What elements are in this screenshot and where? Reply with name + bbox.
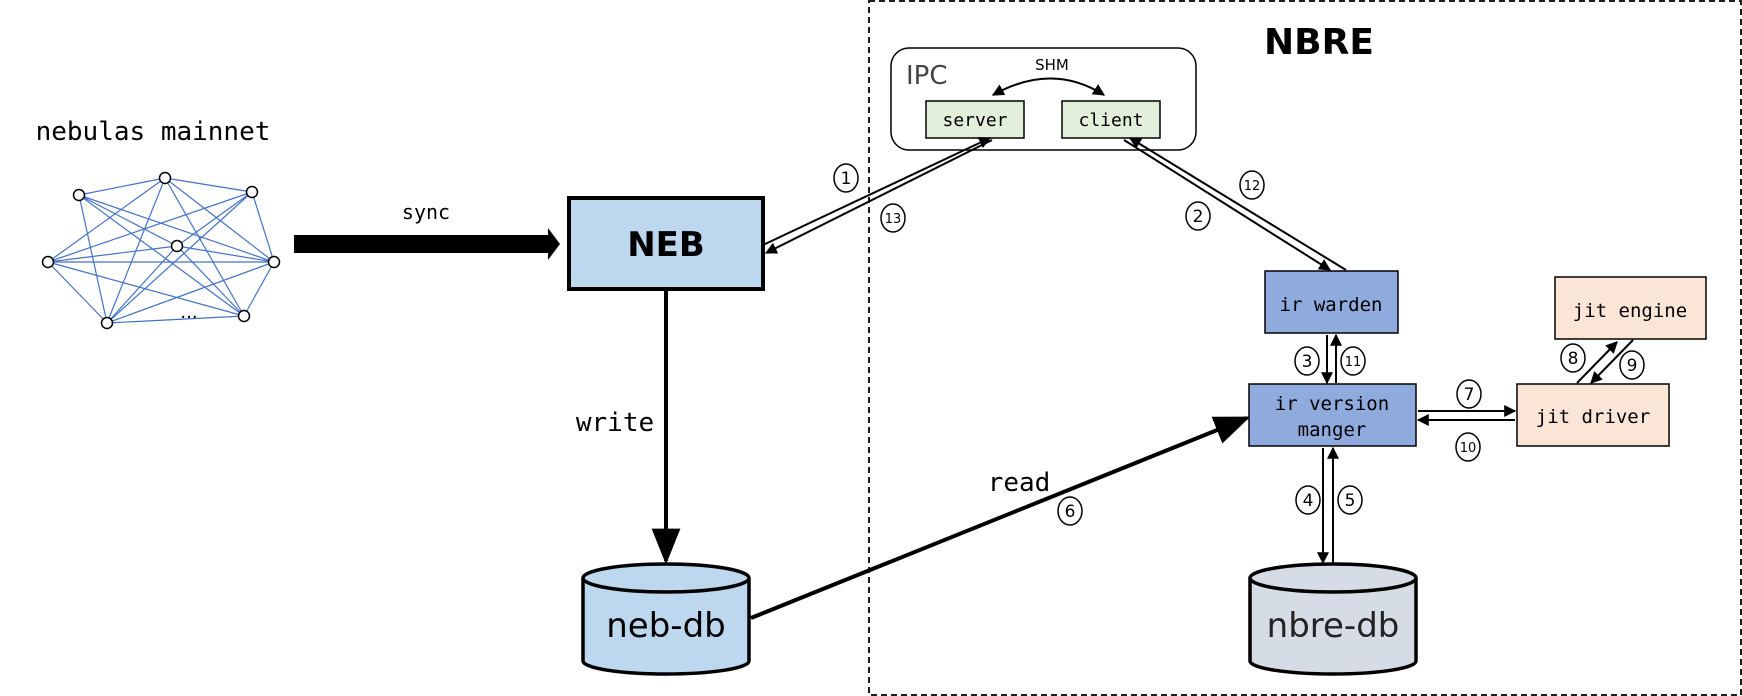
step-number-1: 1 — [841, 169, 852, 189]
step-circle-6 — [1057, 496, 1083, 526]
step-number-4: 4 — [1303, 491, 1314, 511]
nbre-boundary — [868, 0, 1742, 696]
shm-arrow — [991, 77, 1106, 96]
server-label: server — [942, 110, 1007, 131]
step-number-11: 11 — [1345, 355, 1362, 370]
read-label: read — [988, 468, 1051, 498]
server-box — [925, 100, 1025, 139]
network-node — [72, 188, 86, 202]
arrow-step-8 — [1576, 341, 1618, 384]
step-number-3: 3 — [1302, 352, 1313, 372]
step-circle-8 — [1560, 343, 1586, 373]
shm-label: SHM — [1035, 56, 1069, 74]
step-circle-13 — [880, 203, 906, 233]
jit-engine-label: jit engine — [1573, 300, 1687, 322]
network-node — [100, 316, 114, 330]
read-arrow — [750, 416, 1251, 620]
nbre-db-cylinder — [1248, 562, 1418, 676]
arrow-step-12 — [1128, 137, 1347, 271]
ir-warden-label: ir warden — [1280, 294, 1383, 316]
network-ellipsis: ... — [180, 302, 197, 323]
network-graph — [47, 177, 275, 324]
ir-version-manager-line2: manger — [1298, 419, 1367, 441]
step-number-12: 12 — [1244, 179, 1261, 194]
sync-arrow — [294, 228, 560, 260]
ir-version-manager-box — [1248, 383, 1417, 447]
jit-engine-box — [1554, 276, 1707, 340]
step-circle-9 — [1619, 350, 1645, 380]
network-node — [170, 239, 184, 253]
neb-db-cylinder — [581, 562, 751, 676]
arrow-step-2 — [1123, 139, 1332, 271]
step-number-13: 13 — [885, 212, 902, 227]
client-box — [1061, 100, 1161, 139]
step-circle-2 — [1185, 201, 1211, 231]
step-number-6: 6 — [1065, 502, 1076, 522]
step-circle-3 — [1294, 346, 1320, 376]
step-circle-7 — [1456, 379, 1482, 409]
step-number-5: 5 — [1345, 491, 1356, 511]
sync-label: sync — [402, 200, 450, 224]
network-node — [245, 185, 259, 199]
network-nodes — [41, 171, 281, 330]
network-node — [41, 255, 55, 269]
step-number-8: 8 — [1568, 349, 1579, 369]
network-label: nebulas mainnet — [36, 117, 271, 147]
arrow-step-9 — [1590, 339, 1634, 384]
step-markers — [833, 163, 1645, 526]
neb-db-label: neb-db — [606, 606, 725, 646]
ir-version-manager-line1: ir version — [1275, 393, 1389, 415]
jit-driver-box — [1516, 383, 1670, 447]
ipc-label: IPC — [906, 61, 948, 91]
ir-warden-box — [1264, 270, 1399, 334]
step-circle-12 — [1239, 170, 1265, 200]
step-number-7: 7 — [1464, 385, 1475, 405]
step-circle-11 — [1340, 346, 1366, 376]
arrow-step-13 — [764, 139, 993, 254]
step-circle-4 — [1295, 485, 1321, 515]
step-number-9: 9 — [1627, 356, 1638, 376]
nbre-db-label: nbre-db — [1267, 606, 1400, 646]
neb-label: NEB — [627, 225, 705, 265]
step-number-10: 10 — [1460, 441, 1477, 456]
network-node — [267, 255, 281, 269]
jit-driver-label: jit driver — [1536, 406, 1650, 428]
neb-box — [567, 196, 765, 291]
step-number-2: 2 — [1193, 207, 1204, 227]
arrow-step-1 — [762, 137, 992, 246]
nbre-title: NBRE — [1264, 22, 1374, 63]
step-circle-10 — [1455, 432, 1481, 462]
network-node — [158, 171, 172, 185]
step-circle-5 — [1337, 485, 1363, 515]
network-node — [237, 309, 251, 323]
step-circle-1 — [833, 163, 859, 193]
client-label: client — [1078, 110, 1143, 131]
write-label: write — [576, 408, 654, 438]
